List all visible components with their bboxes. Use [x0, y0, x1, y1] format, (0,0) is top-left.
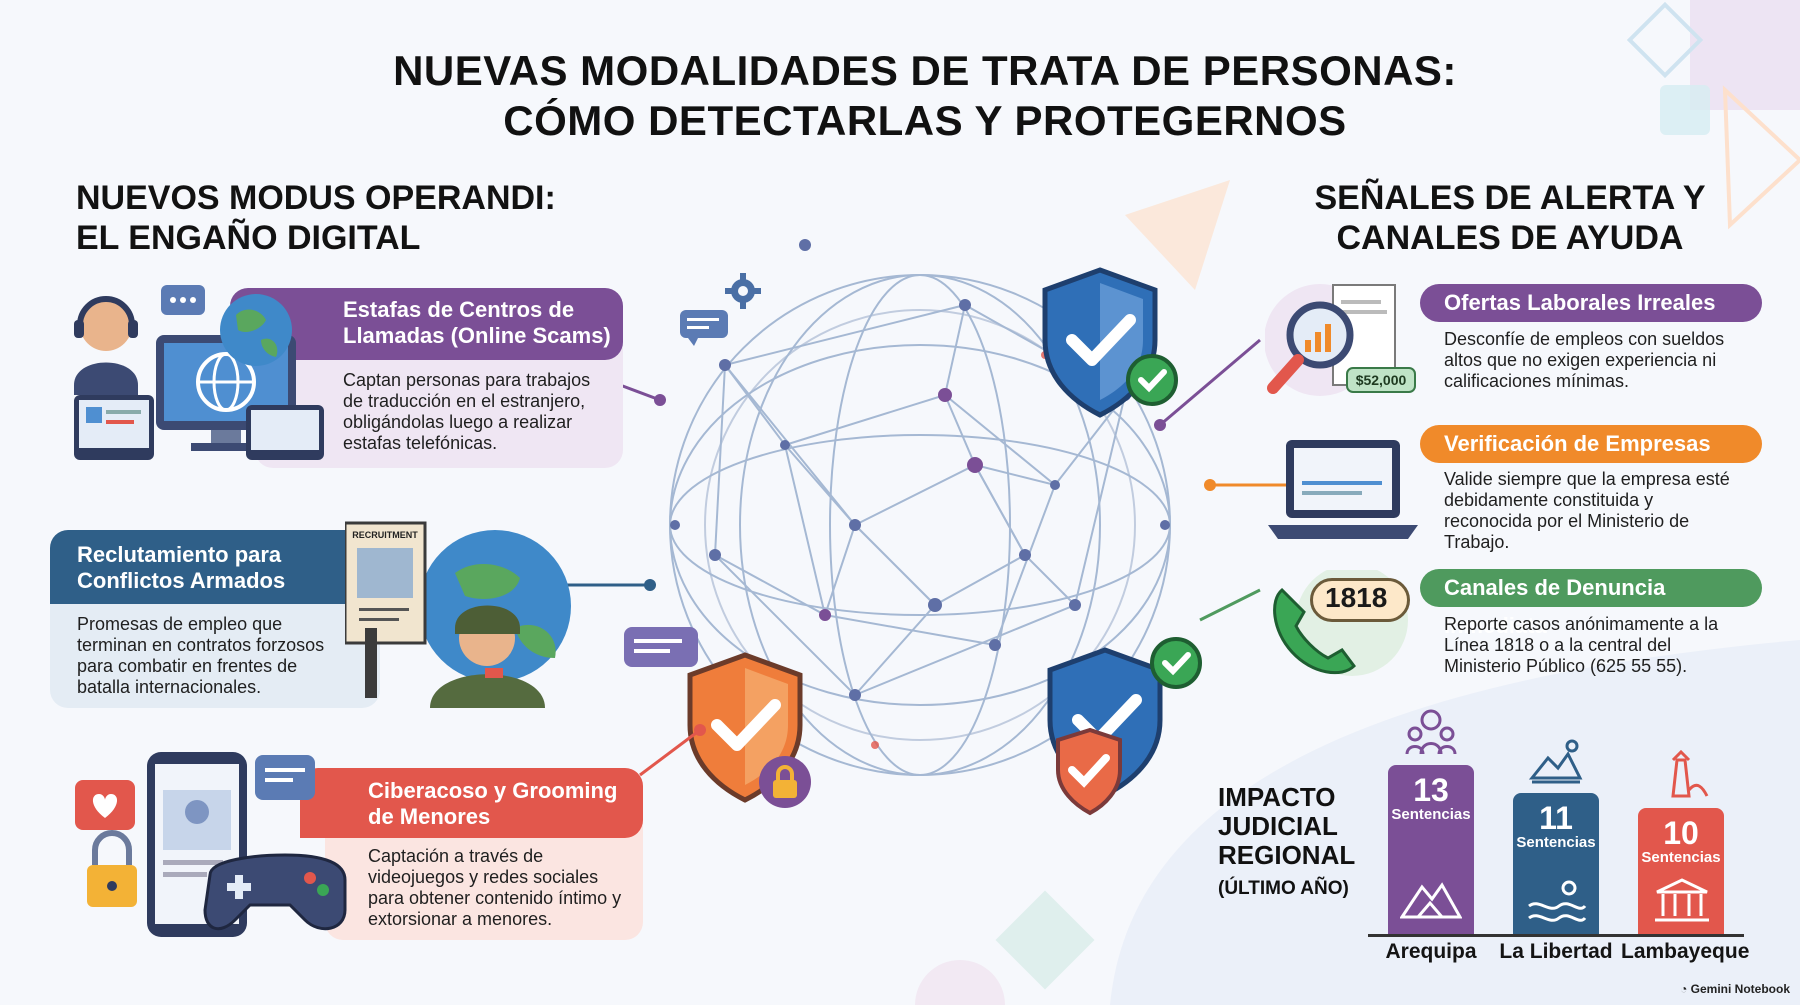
network-globe-icon: [669, 239, 1171, 776]
bar-la-libertad-value: 11: [1539, 800, 1573, 836]
card-online-scams-text: Captan personas para trabajos de traducc…: [343, 370, 591, 453]
bar-arequipa-value: 13: [1413, 772, 1449, 808]
salary-tag: $52,000: [1356, 372, 1407, 388]
shield-check-icon: [1047, 647, 1163, 816]
alert-text-verification: Valide siempre que la empresa esté debid…: [1444, 469, 1730, 552]
bars-baseline: [1368, 934, 1744, 937]
left-section-title: NUEVOS MODUS OPERANDI: EL ENGAÑO DIGITAL: [76, 179, 556, 257]
page-title-line-2: CÓMO DETECTARLAS Y PROTEGERNOS: [503, 97, 1347, 144]
card-grooming-title: Ciberacoso y Grooming de Menores: [368, 778, 618, 829]
bar-arequipa-unit: Sentencias: [1391, 806, 1471, 823]
chat-bubble-icon: [680, 310, 728, 346]
check-badge-icon: [1150, 637, 1202, 689]
headset-agent-icon: [74, 285, 324, 460]
card-armed-recruitment-text: Promesas de empleo que terminan en contr…: [77, 614, 325, 697]
smartphone-icon: [75, 752, 347, 937]
region-label-arequipa: Arequipa: [1385, 940, 1477, 963]
impact-title: IMPACTO JUDICIAL REGIONAL (ÚLTIMO AÑO): [1218, 782, 1356, 900]
alert-text-offers: Desconfíe de empleos con sueldos altos q…: [1444, 329, 1725, 391]
building-icon: [1655, 878, 1709, 922]
landscape-icon: [1528, 739, 1583, 784]
alert-title-report: Canales de Denuncia Inmediata: [1420, 569, 1762, 638]
page-title: NUEVAS MODALIDADES DE TRATA DE PERSONAS:…: [0, 46, 1800, 146]
right-section-title: SEÑALES DE ALERTA Y CANALES DE AYUDA: [1314, 179, 1706, 257]
region-label-lambayeque: Lambayeque: [1621, 940, 1750, 963]
card-grooming-text: Captación a través de videojuegos y rede…: [368, 846, 622, 929]
lighthouse-icon: [1671, 750, 1709, 798]
brand-label: ◔ Gemini Notebook: [1680, 982, 1790, 996]
magnifier-document-icon: $52,000: [1265, 284, 1416, 396]
bar-lambayeque-value: 10: [1663, 815, 1699, 851]
card-grooming-header: [300, 768, 643, 838]
bar-la-libertad: 11 Sentencias: [1513, 793, 1599, 935]
bar-arequipa: 13 Sentencias: [1388, 765, 1474, 935]
recruitment-poster-label: RECRUITMENT: [352, 530, 418, 540]
hotline-bubble: [1310, 578, 1410, 622]
hotline-number: 1818: [1325, 582, 1388, 613]
page-title-line-1: NUEVAS MODALIDADES DE TRATA DE PERSONAS:: [393, 47, 1457, 94]
mountains-icon: [1400, 882, 1462, 919]
shield-check-icon: [1042, 267, 1178, 418]
alert-text-report: Reporte casos anónimamente a la Línea 18…: [1444, 614, 1719, 676]
region-label-la-libertad: La Libertad: [1499, 940, 1613, 963]
soldier-icon: RECRUITMENT: [345, 521, 571, 708]
card-armed-recruitment-title: Reclutamiento para Conflictos Armados: [77, 542, 286, 593]
gear-icon: [725, 273, 761, 309]
shield-check-icon: [687, 652, 811, 808]
alert-title-offers: Ofertas Laborales Irreales: [1420, 284, 1762, 322]
coast-icon: [1528, 880, 1587, 922]
bar-la-libertad-unit: Sentencias: [1516, 834, 1596, 851]
alert-title-verification: Verificación de Empresas: [1420, 425, 1762, 463]
bar-lambayeque: 10 Sentencias: [1638, 808, 1724, 935]
bar-lambayeque-unit: Sentencias: [1641, 849, 1721, 866]
people-group-icon: [1405, 709, 1457, 755]
chat-bubble-icon: [624, 627, 698, 667]
card-online-scams-title: Estafas de Centros de Llamadas (Online S…: [343, 297, 611, 348]
laptop-icon: [1268, 440, 1418, 539]
